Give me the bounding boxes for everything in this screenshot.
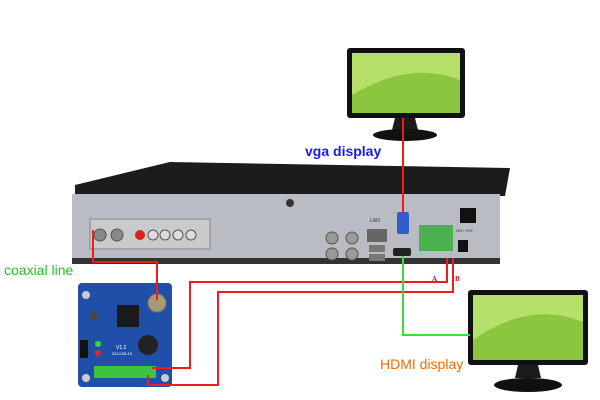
- coaxial-line-label: coaxial line: [4, 262, 74, 278]
- rs485-b-wire: [147, 258, 454, 386]
- hdmi-monitor: [468, 290, 588, 392]
- wire-b-label: B: [455, 275, 460, 283]
- board-date: 2014.06.15: [112, 351, 133, 356]
- vga-monitor: [347, 48, 465, 141]
- dvr: [72, 162, 510, 264]
- lan-label: LAN: [370, 218, 380, 224]
- power-label: ON / OFF: [456, 228, 474, 233]
- hdmi-wire: [402, 256, 470, 336]
- hdmi-display-label: HDMI display: [380, 356, 464, 372]
- camera-board: [78, 283, 172, 387]
- rs485-a-wire: [152, 258, 448, 369]
- wire-a-label: A: [432, 275, 437, 283]
- coaxial-wire: [92, 230, 158, 300]
- board-version: V1.2: [116, 345, 127, 351]
- vga-display-label: vga display: [305, 143, 382, 159]
